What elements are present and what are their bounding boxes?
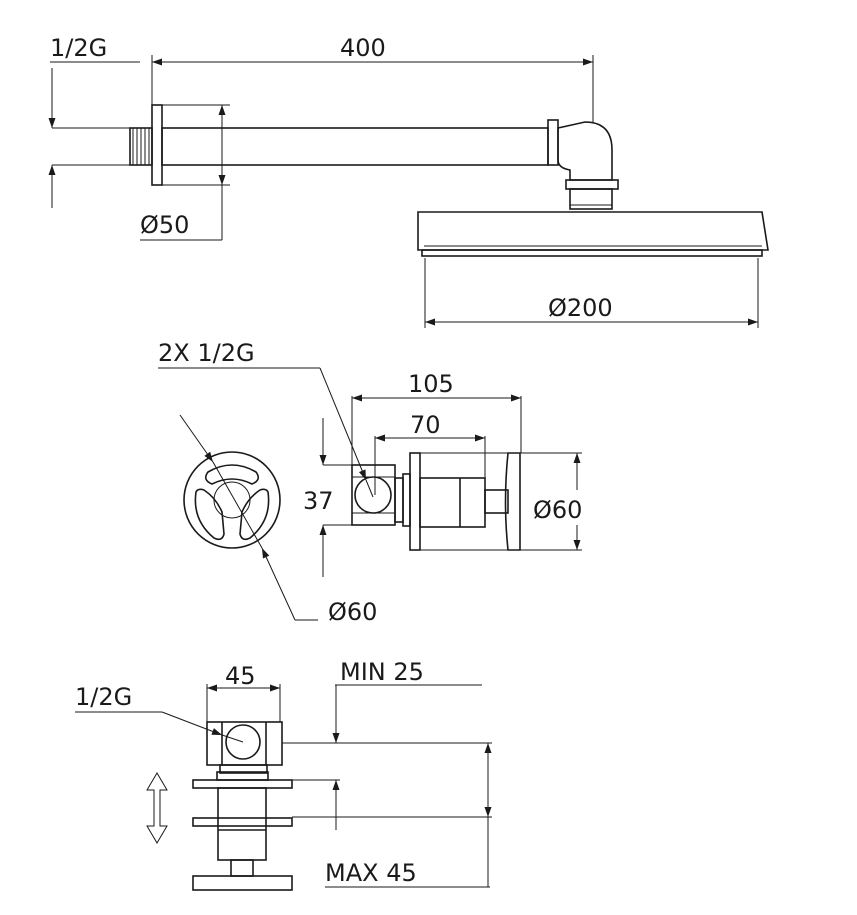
connections-label: 2X 1/2G [158,339,255,367]
wheel-handle [183,451,281,549]
box-width-label: 45 [225,662,256,690]
handle-diameter-label: Ø60 [328,598,377,626]
valve-view: Ø60 2X 1/2G 105 70 37 [158,339,582,626]
min-wall-label: MIN 25 [340,658,424,686]
shower-arm-view: 1/2G Ø50 400 [48,34,769,328]
valve-side-body [192,721,293,891]
max-wall-label: MAX 45 [325,859,417,887]
threaded-end [129,127,153,166]
flange-diameter-label: Ø50 [140,211,189,239]
shower-head [417,211,769,257]
elbow-fitting [547,119,619,210]
arm-length-label: 400 [340,34,386,62]
overall-depth-label: 105 [408,370,454,398]
shower-arm-pipe [161,127,549,166]
box-height-label: 37 [303,487,334,515]
wall-flange [151,104,163,186]
thread-label: 1/2G [50,34,107,62]
head-diameter-label: Ø200 [548,294,613,322]
body-depth-label: 70 [410,411,441,439]
thread-label: 1/2G [75,683,132,711]
flange-diameter-label: Ø60 [533,496,582,524]
valve-body [351,452,521,551]
adjustment-double-arrow-icon [146,772,168,844]
installation-view: 45 1/2G MIN 25 MAX 45 [75,658,492,891]
